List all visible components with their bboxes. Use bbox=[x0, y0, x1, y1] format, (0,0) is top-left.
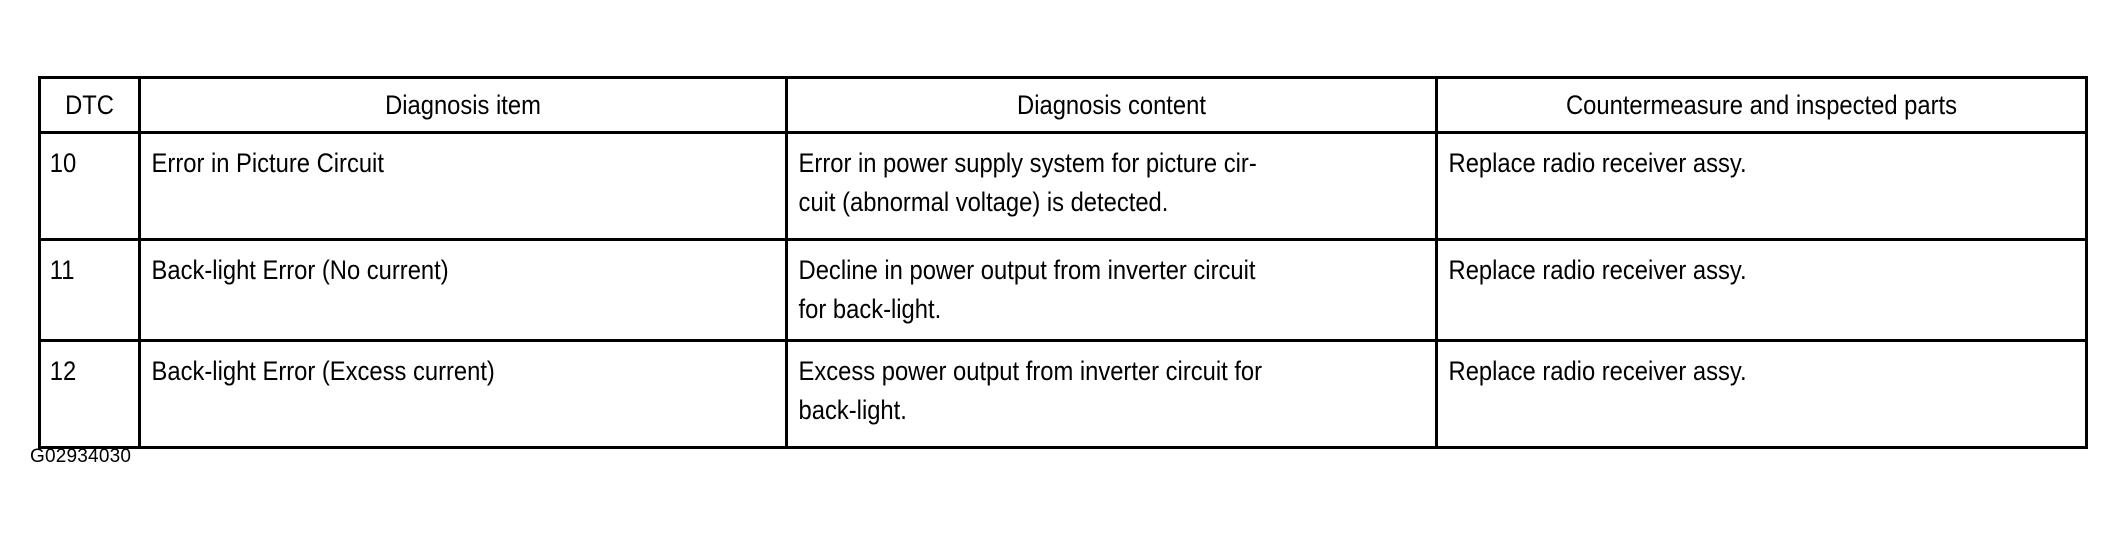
diagnosis-content-value: Decline in power output from inverter ci… bbox=[798, 255, 1256, 324]
dtc-code-value: 11 bbox=[49, 255, 75, 285]
cell-dtc-code: 10 bbox=[38, 131, 141, 241]
diagnosis-item-value: Error in Picture Circuit bbox=[151, 148, 384, 178]
cell-diagnosis-content: Decline in power output from inverter ci… bbox=[785, 238, 1438, 342]
table-row: 12 Back-light Error (Excess current) Exc… bbox=[38, 339, 2088, 449]
cell-diagnosis-item: Back-light Error (Excess current) bbox=[138, 339, 788, 449]
cell-diagnosis-item: Back-light Error (No current) bbox=[138, 238, 788, 342]
dtc-diagnosis-table: DTC Diagnosis item Diagnosis content Cou… bbox=[38, 76, 2088, 449]
column-header-diagnosis-content: Diagnosis content bbox=[785, 76, 1438, 134]
cell-countermeasure: Replace radio receiver assy. bbox=[1435, 339, 2088, 449]
dtc-code-value: 10 bbox=[49, 148, 77, 178]
cell-dtc-code: 11 bbox=[38, 238, 141, 342]
cell-diagnosis-content: Excess power output from inverter circui… bbox=[785, 339, 1438, 449]
diagnosis-item-value: Back-light Error (Excess current) bbox=[151, 356, 495, 386]
table-header: DTC Diagnosis item Diagnosis content Cou… bbox=[38, 76, 2088, 134]
dtc-code-value: 12 bbox=[49, 356, 77, 386]
table-row: 11 Back-light Error (No current) Decline… bbox=[38, 238, 2088, 342]
column-header-countermeasure: Countermeasure and inspected parts bbox=[1435, 76, 2088, 134]
column-header-diagnosis-item: Diagnosis item bbox=[138, 76, 788, 134]
countermeasure-value: Replace radio receiver assy. bbox=[1448, 255, 1747, 285]
countermeasure-value: Replace radio receiver assy. bbox=[1448, 148, 1747, 178]
cell-countermeasure: Replace radio receiver assy. bbox=[1435, 131, 2088, 241]
cell-dtc-code: 12 bbox=[38, 339, 141, 449]
diagnosis-item-value: Back-light Error (No current) bbox=[151, 255, 449, 285]
countermeasure-value: Replace radio receiver assy. bbox=[1448, 356, 1747, 386]
column-header-diagnosis-item-label: Diagnosis item bbox=[385, 90, 541, 120]
column-header-dtc-label: DTC bbox=[65, 90, 114, 120]
cell-diagnosis-content: Error in power supply system for picture… bbox=[785, 131, 1438, 241]
column-header-countermeasure-label: Countermeasure and inspected parts bbox=[1566, 90, 1957, 120]
column-header-dtc: DTC bbox=[38, 76, 141, 134]
cell-countermeasure: Replace radio receiver assy. bbox=[1435, 238, 2088, 342]
table-header-row: DTC Diagnosis item Diagnosis content Cou… bbox=[38, 76, 2088, 134]
column-header-diagnosis-content-label: Diagnosis content bbox=[1017, 90, 1206, 120]
diagnosis-content-value: Error in power supply system for picture… bbox=[798, 148, 1257, 217]
table-body: 10 Error in Picture Circuit Error in pow… bbox=[38, 131, 2088, 449]
diagnosis-content-value: Excess power output from inverter circui… bbox=[798, 356, 1263, 425]
cell-diagnosis-item: Error in Picture Circuit bbox=[138, 131, 788, 241]
table-row: 10 Error in Picture Circuit Error in pow… bbox=[38, 131, 2088, 241]
figure-id-caption: G02934030 bbox=[30, 446, 132, 467]
